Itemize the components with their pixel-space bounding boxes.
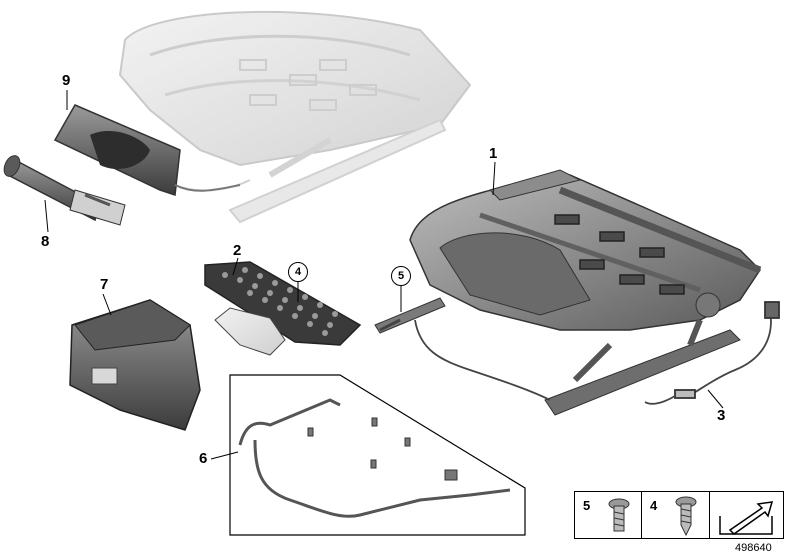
cover-part-9 <box>53 104 241 197</box>
legend-label-4: 4 <box>650 498 658 513</box>
kit-box-part-6 <box>229 374 526 536</box>
tapping-screw-icon <box>675 496 697 537</box>
callout-5-circled: 5 <box>391 266 411 286</box>
seat-frame-part-1 <box>374 169 762 416</box>
cylinder-part-8 <box>3 155 126 226</box>
callout-4-circled: 4 <box>288 262 308 282</box>
legend-item-4: 4 <box>642 491 710 539</box>
callout-1: 1 <box>489 145 498 162</box>
cable-part-3 <box>644 301 780 405</box>
fastener-legend: 5 4 <box>574 491 784 539</box>
callout-7: 7 <box>100 276 109 293</box>
callout-9: 9 <box>62 72 71 89</box>
callout-6: 6 <box>199 450 208 467</box>
background-seat-frame <box>118 10 472 224</box>
callout-8: 8 <box>41 233 50 250</box>
reference-number: 498640 <box>735 542 772 554</box>
screw-icon <box>608 498 630 532</box>
legend-item-arrow <box>710 491 784 539</box>
wire-part-5 <box>414 319 551 401</box>
arrow-icon <box>719 501 774 535</box>
legend-label-5: 5 <box>583 498 591 513</box>
leader-lines <box>44 90 724 460</box>
mesh-part-2 <box>204 261 362 356</box>
legend-item-5: 5 <box>574 491 642 539</box>
block-part-7 <box>69 299 201 431</box>
callout-3: 3 <box>717 407 726 424</box>
callout-2: 2 <box>233 242 242 259</box>
